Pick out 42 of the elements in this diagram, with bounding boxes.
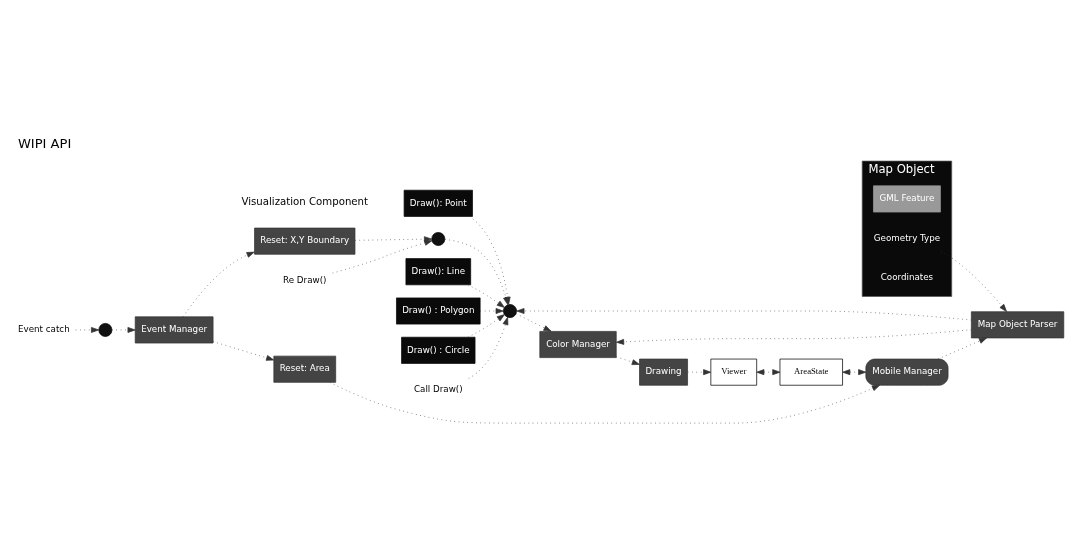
node-box: Draw() : Polygon (396, 297, 481, 324)
node-box: Mobile Manager (865, 358, 949, 386)
arrow (182, 251, 255, 317)
node-text: Event catch (18, 323, 70, 334)
arrow (516, 307, 972, 320)
arrow (75, 326, 100, 333)
arrow (756, 368, 781, 375)
node-circle (98, 322, 113, 337)
node-text: Geometry Type (873, 232, 941, 242)
node-box: AreaState (779, 358, 843, 386)
node-box: Event Manager (134, 315, 214, 343)
node-box: Draw() : Circle (401, 336, 476, 364)
arrow (468, 316, 509, 379)
arrow (467, 283, 505, 308)
node-box: Reset: Area (273, 355, 337, 383)
arrow (937, 337, 987, 359)
node-box: Viewer (710, 358, 758, 386)
node-text: Re Draw() (283, 274, 327, 285)
arrow (212, 340, 275, 361)
node-text: Call Draw() (413, 383, 463, 394)
arrow (515, 312, 552, 332)
arrow (111, 326, 136, 333)
arrow (479, 307, 504, 314)
node-box: Draw(): Point (403, 189, 473, 217)
node-box: Color Manager (539, 330, 617, 358)
node-box: Drawing (639, 358, 688, 386)
arrow (354, 235, 433, 242)
node-box: Map Object Parser (971, 310, 1065, 338)
node-box: Reset: X,Y Boundary (254, 227, 356, 255)
arrow (687, 368, 712, 375)
node-circle (431, 231, 446, 246)
arrow (329, 381, 880, 423)
diagram-title: WIPI API (17, 135, 72, 151)
node-text: Coordinates (880, 271, 934, 282)
node-box: GML Feature (873, 185, 941, 212)
arrow (616, 328, 972, 345)
label: Visualization Component (241, 195, 369, 207)
arrow (842, 368, 867, 375)
node-circle (503, 303, 517, 318)
node-box: Draw(): Line (405, 257, 472, 285)
arrow (467, 313, 505, 338)
arrow (616, 356, 640, 365)
